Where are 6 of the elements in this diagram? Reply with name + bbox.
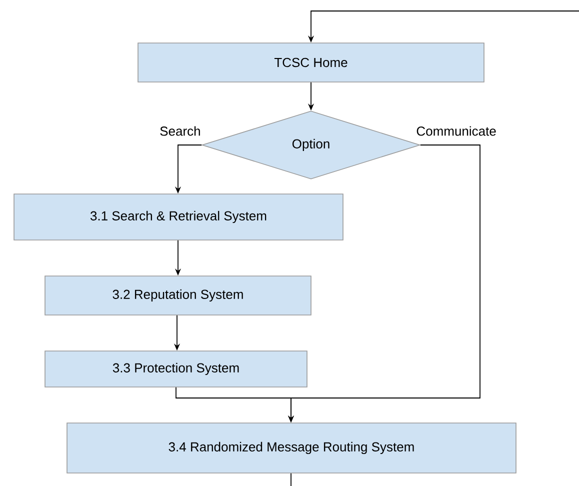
process-box: 3.3 Protection System: [44, 350, 308, 388]
process-box: 3.1 Search & Retrieval System: [14, 194, 344, 240]
edge-label: Search: [160, 126, 200, 136]
process-box: TCSC Home: [138, 42, 484, 82]
process-box: 3.2 Reputation System: [44, 276, 312, 316]
process-box: 3.4 Randomized Message Routing System: [66, 422, 516, 474]
